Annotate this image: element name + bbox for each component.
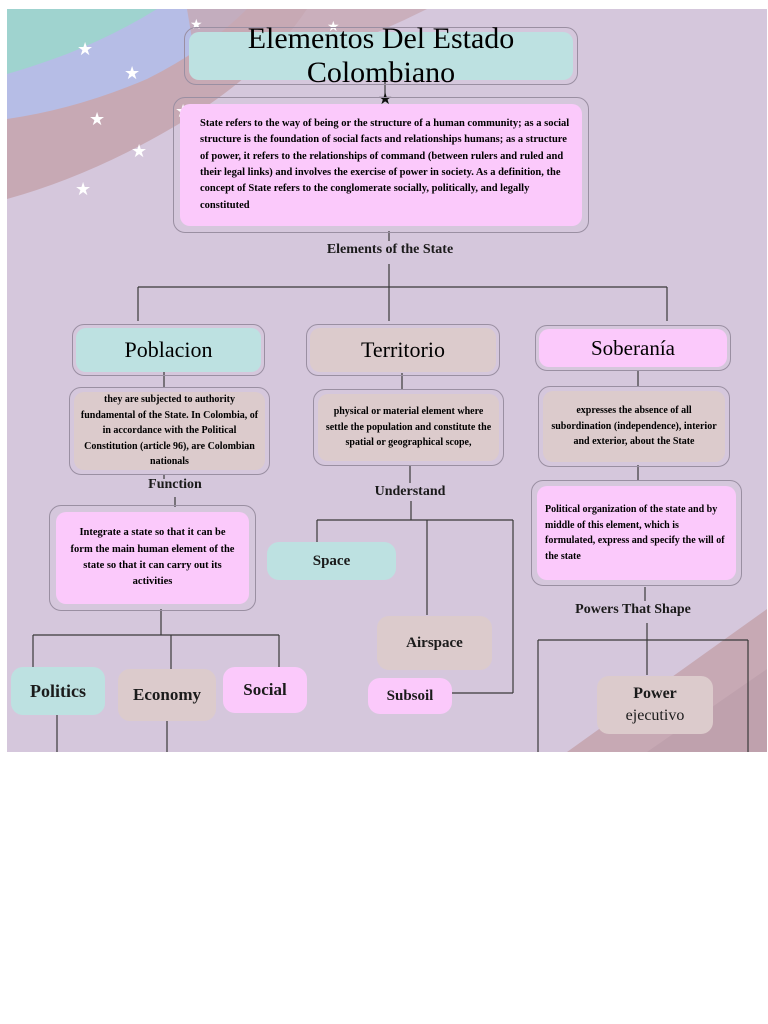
power-subtitle: ejecutivo bbox=[625, 707, 685, 724]
poblacion-description: they are subjected to authority fundamen… bbox=[74, 392, 265, 470]
leaf-airspace: Airspace bbox=[377, 616, 492, 670]
soberania-heading: Soberanía bbox=[539, 329, 727, 367]
definition-text: State refers to the way of being or the … bbox=[180, 104, 582, 226]
poblacion-description-frame: they are subjected to authority fundamen… bbox=[69, 387, 270, 475]
power-box: Power ejecutivo bbox=[597, 676, 713, 734]
soberania-description-frame: expresses the absence of all subordinati… bbox=[538, 386, 730, 467]
understand-label: Understand bbox=[374, 484, 446, 499]
territorio-heading-frame: Territorio bbox=[306, 324, 500, 376]
leaf-space: Space bbox=[267, 542, 396, 580]
territorio-description: physical or material element where settl… bbox=[318, 394, 499, 461]
soberania-heading-frame: Soberanía bbox=[535, 325, 731, 371]
definition-frame: State refers to the way of being or the … bbox=[173, 97, 589, 233]
power-title: Power bbox=[633, 684, 677, 702]
leaf-social: Social bbox=[223, 667, 307, 713]
poblacion-heading: Poblacion bbox=[76, 328, 261, 372]
star-icon: ★ bbox=[124, 63, 140, 84]
leaf-economy: Economy bbox=[118, 669, 216, 721]
function-label: Function bbox=[148, 477, 202, 492]
star-icon: ★ bbox=[131, 141, 147, 162]
soberania-description: expresses the absence of all subordinati… bbox=[543, 391, 725, 462]
organization-text: Political organization of the state and … bbox=[537, 486, 736, 580]
star-icon: ★ bbox=[77, 39, 93, 60]
territorio-heading: Territorio bbox=[310, 328, 496, 372]
leaf-subsoil: Subsoil bbox=[368, 678, 452, 714]
leaf-politics: Politics bbox=[11, 667, 105, 715]
function-text: Integrate a state so that it can be form… bbox=[56, 512, 249, 604]
powers-label: Powers That Shape bbox=[575, 602, 691, 617]
poblacion-heading-frame: Poblacion bbox=[72, 324, 265, 376]
organization-frame: Political organization of the state and … bbox=[531, 480, 742, 586]
function-frame: Integrate a state so that it can be form… bbox=[49, 505, 256, 611]
concept-map-canvas: ★ ★ ★ ★ ★ ★ ★ ★ bbox=[7, 9, 767, 752]
elements-label: Elements of the State bbox=[326, 242, 454, 257]
star-icon: ★ bbox=[89, 109, 105, 130]
star-icon: ★ bbox=[75, 179, 91, 200]
page-title: Elementos Del Estado Colombiano bbox=[189, 22, 573, 89]
title-frame: Elementos Del Estado Colombiano bbox=[184, 22, 578, 89]
territorio-description-frame: physical or material element where settl… bbox=[313, 389, 504, 466]
